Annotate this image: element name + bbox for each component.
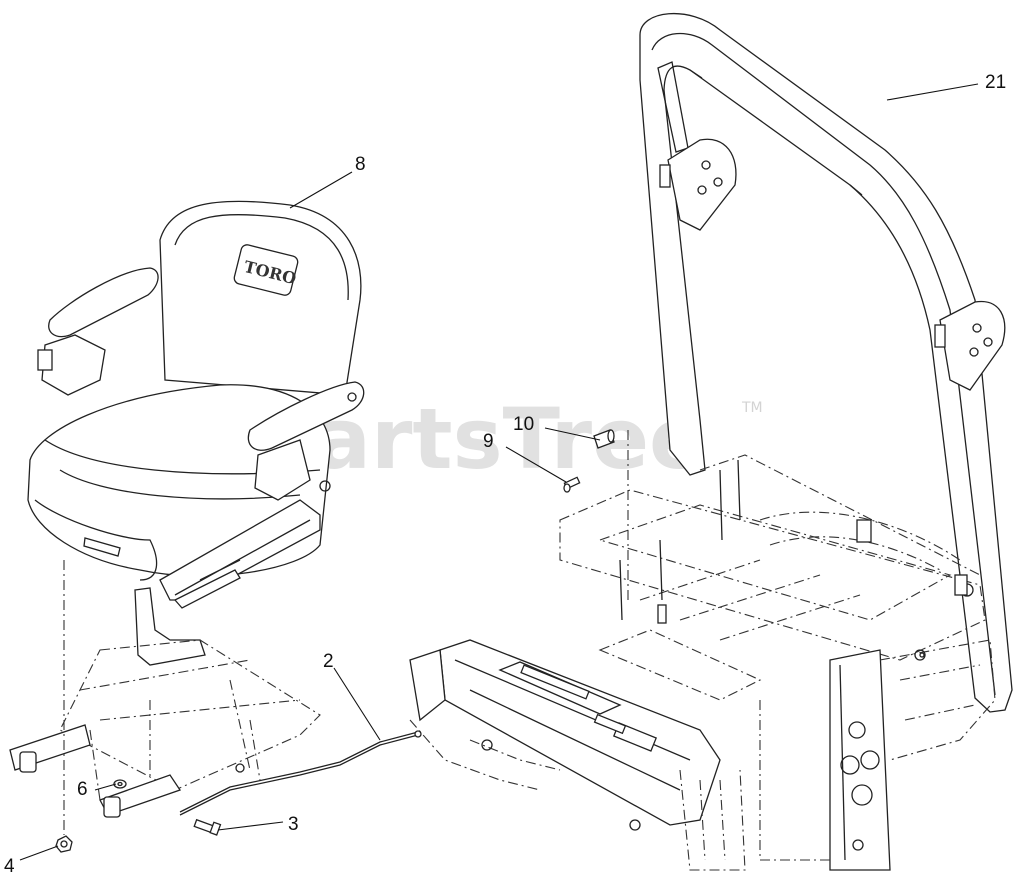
callout-10: 10	[513, 414, 534, 435]
part-3-bolt[interactable]	[193, 818, 222, 836]
part-10-spacer[interactable]	[593, 429, 615, 449]
seat-assembly[interactable]: TORO	[27, 200, 365, 609]
part-9-bolt[interactable]	[563, 476, 581, 493]
seat-base[interactable]	[9, 587, 321, 818]
callout-6: 6	[77, 779, 88, 800]
part-2-rod[interactable]	[179, 730, 422, 816]
callout-21: 21	[985, 72, 1006, 93]
watermark-trademark: TM	[741, 400, 763, 416]
mower-frame[interactable]	[409, 454, 996, 871]
callout-4: 4	[4, 856, 15, 877]
callout-9: 9	[483, 431, 494, 452]
callout-2: 2	[323, 651, 334, 672]
seat-brand-badge	[233, 244, 299, 296]
roll-bar[interactable]	[639, 12, 1013, 713]
callout-8: 8	[355, 154, 366, 175]
part-4-nut[interactable]	[55, 835, 73, 853]
callout-3: 3	[288, 814, 299, 835]
leader-lines	[19, 83, 979, 861]
